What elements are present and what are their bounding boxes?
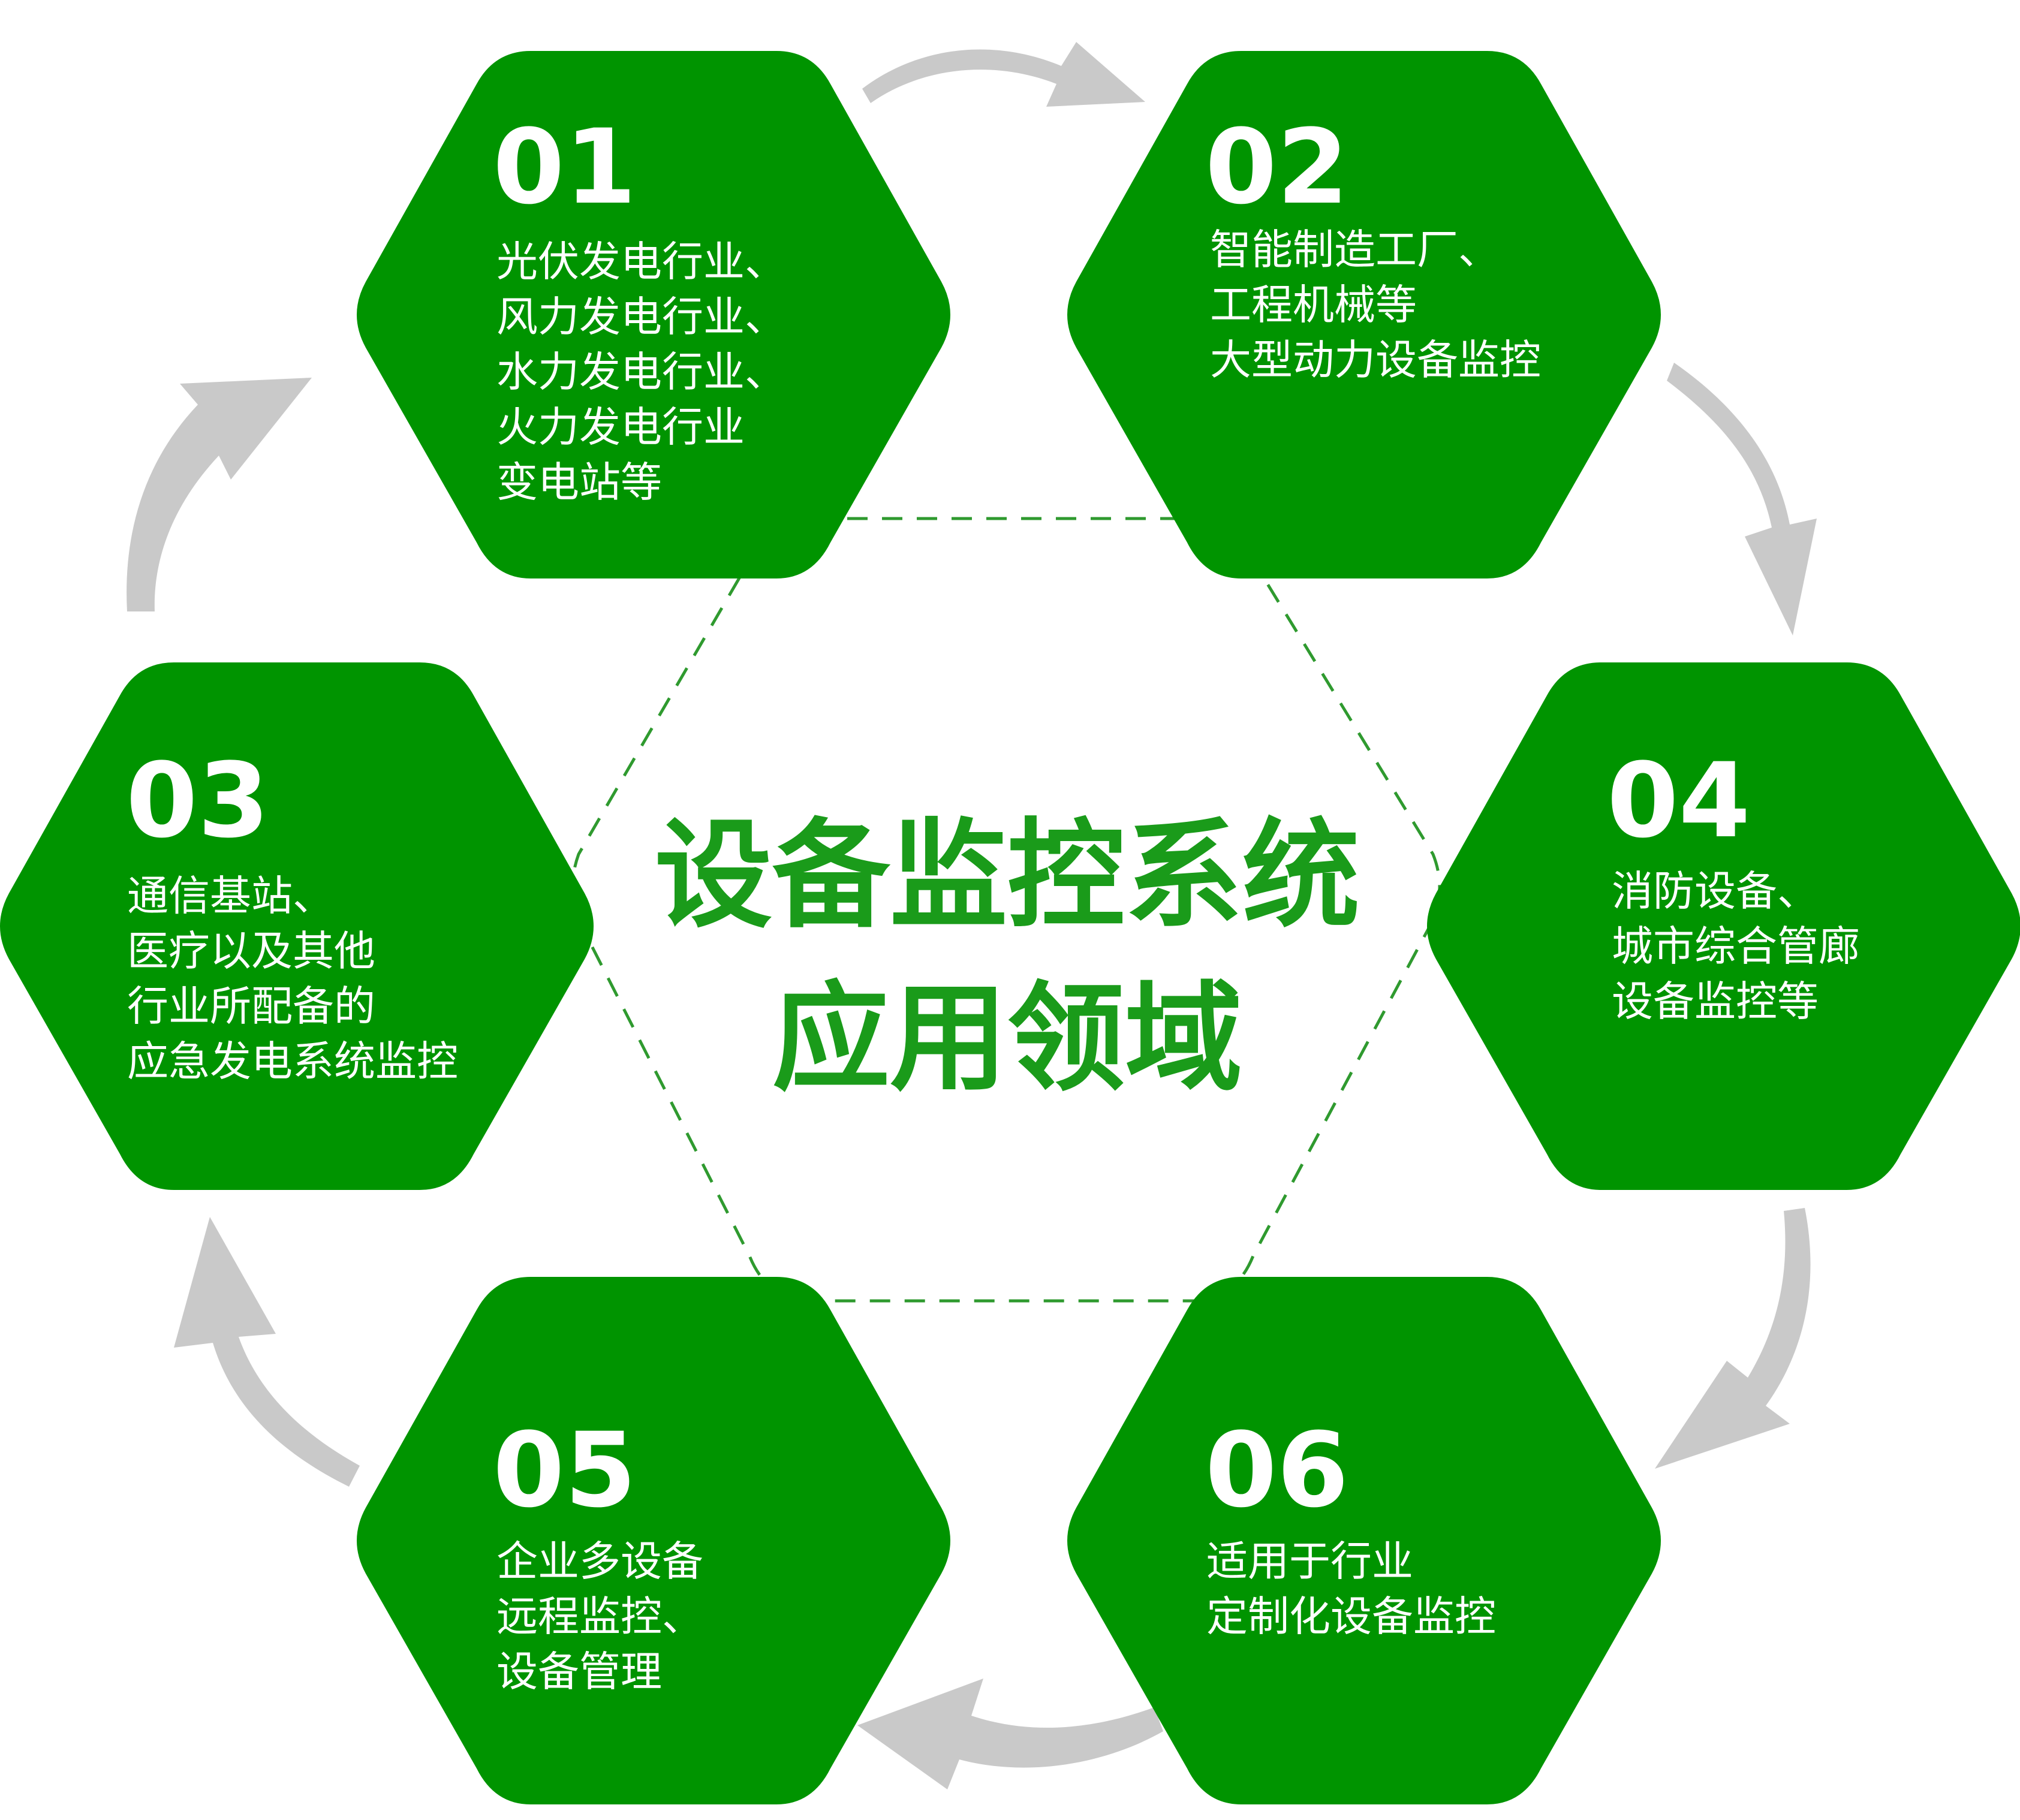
domain-hexagon-01: 01 光伏发电行业、 风力发电行业、 水力发电行业、 火力发电行业 变电站等: [357, 51, 950, 578]
arrow-body: [862, 42, 1145, 107]
arrow-body: [1667, 363, 1817, 635]
domain-text-01-line1: 光伏发电行业、: [496, 238, 786, 286]
arrow-04-to-06: [1655, 1208, 1811, 1469]
domain-text-04-line3: 设备监控等: [1612, 978, 1819, 1026]
hexagon-shape: [0, 662, 594, 1190]
center-title-line1: 设备监控系统: [655, 807, 1360, 944]
domain-text-06-line2: 定制化设备监控: [1206, 1593, 1496, 1641]
domain-text-02-line2: 工程机械等: [1210, 281, 1417, 329]
domain-text-05-line2: 远程监控、: [496, 1593, 703, 1641]
domain-text-01-line5: 变电站等: [496, 459, 662, 507]
domain-hexagon-05: 05 企业多设备 远程监控、 设备管理: [357, 1277, 950, 1804]
arrow-body: [127, 378, 312, 611]
domain-text-05-line3: 设备管理: [496, 1648, 662, 1696]
center-title-line2: 应用领域: [772, 971, 1242, 1107]
domain-text-02-line3: 大型动力设备监控: [1210, 336, 1541, 384]
arrow-05-to-03: [174, 1217, 360, 1487]
domain-hexagon-03: 03 通信基站、 医疗以及其他 行业所配备的 应急发电系统监控: [0, 662, 594, 1190]
domain-text-03-line2: 医疗以及其他: [127, 927, 375, 975]
domain-text-01-line3: 水力发电行业、: [496, 348, 786, 396]
domain-text-02-line1: 智能制造工厂、: [1210, 226, 1500, 274]
arrow-03-to-01: [127, 378, 312, 611]
domain-hexagon-02: 02 智能制造工厂、 工程机械等 大型动力设备监控: [1067, 51, 1661, 578]
domain-text-04-line1: 消防设备、: [1612, 867, 1819, 915]
domain-number-06: 06: [1205, 1410, 1348, 1530]
domain-text-03-line1: 通信基站、: [127, 872, 334, 920]
domain-text-01-line2: 风力发电行业、: [496, 293, 786, 341]
domain-text-04-line2: 城市综合管廊: [1612, 923, 1860, 971]
domain-text-03-line4: 应急发电系统监控: [127, 1038, 458, 1086]
hexagon-shape: [1427, 662, 2020, 1190]
arrow-body: [174, 1217, 360, 1487]
domain-number-01: 01: [493, 107, 636, 227]
domain-number-02: 02: [1205, 107, 1348, 227]
arrow-01-to-02: [862, 42, 1145, 107]
arrow-06-to-05: [857, 1679, 1163, 1789]
domain-text-06-line1: 适用于行业: [1206, 1538, 1413, 1586]
domain-text-05-line1: 企业多设备: [496, 1538, 703, 1586]
domain-hexagon-06: 06 适用于行业 定制化设备监控: [1067, 1277, 1661, 1804]
domain-number-03: 03: [126, 740, 269, 861]
hexagon-shape: [357, 1277, 950, 1804]
arrow-body: [857, 1679, 1163, 1789]
center-title: 设备监控系统 应用领域: [655, 807, 1360, 1107]
domain-number-04: 04: [1607, 740, 1750, 861]
arrow-02-to-04: [1667, 363, 1817, 635]
cycle-arrows: [127, 42, 1817, 1789]
arrow-body: [1655, 1208, 1811, 1469]
hexagon-shape: [1067, 1277, 1661, 1804]
domain-text-03-line3: 行业所配备的: [127, 983, 375, 1030]
domain-text-01-line4: 火力发电行业: [496, 403, 745, 451]
domain-number-05: 05: [493, 1410, 636, 1530]
hexagon-shape: [357, 51, 950, 578]
hexagon-shape: [1067, 51, 1661, 578]
domain-hexagon-04: 04 消防设备、 城市综合管廊 设备监控等: [1427, 662, 2020, 1190]
